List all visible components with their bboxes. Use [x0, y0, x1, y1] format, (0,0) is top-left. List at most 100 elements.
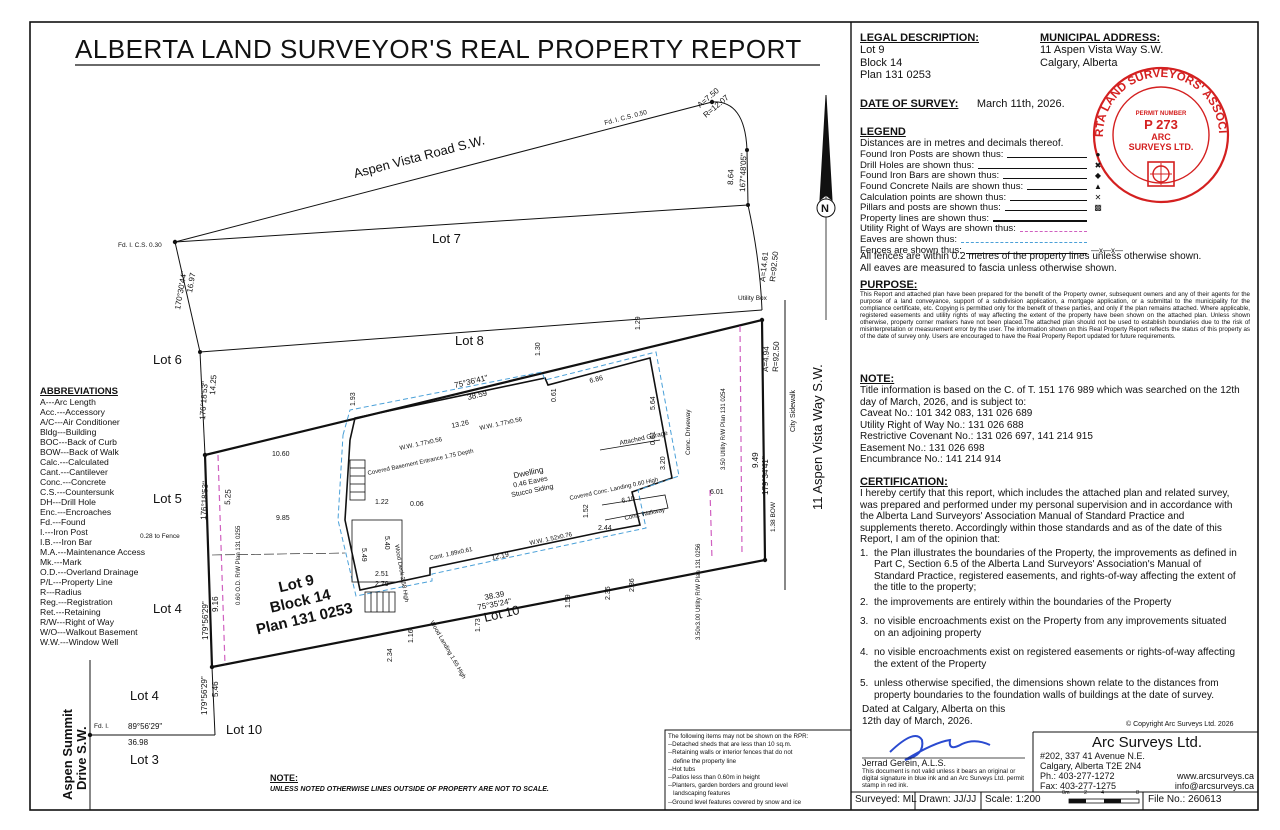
note-item: Caveat No.: 101 342 083, 131 026 689: [860, 408, 1033, 419]
lot6-bearing: 176°18'53": [198, 381, 210, 420]
d-061: 0.61: [650, 431, 657, 445]
arc-r1-r: R=92.50: [768, 250, 780, 282]
municipal-line: Calgary, Alberta: [1040, 56, 1118, 69]
legend-symbol-icon: ●: [1095, 150, 1101, 160]
lot7-label: Lot 7: [432, 231, 461, 246]
abbreviation-item: M.A.---Maintenance Access: [40, 547, 146, 557]
plan-note-heading: NOTE:: [270, 773, 298, 783]
legend-leader-line: [961, 236, 1087, 244]
driveway-label: Conc. Driveway: [685, 409, 692, 455]
abbreviation-item: BOW---Back of Walk: [40, 447, 119, 457]
abbreviation-item: I.---Iron Post: [40, 527, 88, 537]
d-549: 5.49: [360, 548, 367, 562]
legend-symbol-icon: ✕: [1094, 192, 1102, 202]
lot4-length: 5.46: [211, 681, 220, 697]
od-rw-label: 0.60 O.D. R/W Plan 131 0255: [236, 525, 242, 605]
d-1219: 12.19: [491, 551, 510, 562]
legend-item: Drill Holes are shown thus:✖: [860, 160, 1105, 171]
rpr-box-line: The following items may not be shown on …: [668, 733, 809, 740]
legend-item-label: Utility Right of Ways are shown thus:: [860, 223, 1016, 235]
lot8-label: Lot 8: [455, 333, 484, 348]
fence-note: 0.28 to Fence: [140, 533, 180, 540]
company-address1: #202, 337 41 Avenue N.E.: [1040, 751, 1145, 761]
certification-intro: I hereby certify that this report, which…: [860, 488, 1233, 545]
legend-item: Found Iron Bars are shown thus:◆: [860, 170, 1105, 181]
abbreviation-item: Reg.---Registration: [40, 597, 113, 607]
certification-heading: CERTIFICATION:: [860, 476, 948, 488]
abbreviation-item: W.W.---Window Well: [40, 637, 119, 647]
d-1060: 10.60: [272, 451, 290, 458]
d-985: 9.85: [276, 515, 290, 522]
legend-leader-line: [1027, 183, 1087, 191]
road-top-label: Aspen Vista Road S.W.: [352, 132, 486, 181]
d-061b: 0.61: [551, 388, 558, 402]
d-159: 1.59: [565, 594, 572, 608]
legend-item-label: Eaves are shown thus:: [860, 234, 958, 246]
d-610: 6.10: [621, 495, 636, 505]
plan-note-text: UNLESS NOTED OTHERWISE LINES OUTSIDE OF …: [270, 786, 549, 793]
legend-item-label: Calculation points are shown thus:: [860, 191, 1007, 203]
legend-heading: LEGEND: [860, 126, 906, 138]
legal-line: Lot 9: [860, 44, 885, 56]
certification-item-text: unless otherwise specified, the dimensio…: [874, 678, 1219, 701]
legend-item-label: Property lines are shown thus:: [860, 212, 990, 224]
survey-markers: [87, 99, 768, 738]
bottom-length: 38.39: [484, 589, 506, 602]
left-length-top: 5.25: [223, 489, 233, 506]
file-cell: File No.: 260613: [1148, 794, 1222, 805]
scale-bar: [1068, 798, 1140, 804]
d-130: 1.30: [535, 342, 542, 356]
abbreviation-item: Mk.---Mark: [40, 557, 82, 567]
d-122: 1.22: [375, 499, 389, 506]
legend-item: Eaves are shown thus:: [860, 234, 1105, 245]
scale-mark: 4: [1101, 790, 1105, 796]
abbreviation-item: R---Radius: [40, 587, 82, 597]
signature-mark: [889, 735, 991, 761]
rpr-box-line: --Retaining walls or interior fences tha…: [668, 749, 793, 757]
road-right-label: 11 Aspen Vista Way S.W.: [810, 364, 825, 510]
scale-mark: 0m: [1062, 790, 1070, 796]
stamp-permit-label: PERMIT NUMBER: [1135, 111, 1187, 117]
rpr-box-line: --Planters, garden borders and ground le…: [668, 782, 788, 790]
d-129: 1.29: [635, 316, 642, 330]
legend-item: Pillars and posts are shown thus:▩: [860, 202, 1105, 213]
lot4-bearing: 179°56'29": [200, 676, 209, 715]
abbreviation-item: Bldg---Building: [40, 427, 97, 437]
legend-leader-line: [1004, 204, 1087, 212]
rpr-box-line: define the property line: [668, 757, 737, 765]
certification-item-number: 1.: [860, 547, 869, 559]
report-title: ALBERTA LAND SURVEYOR'S REAL PROPERTY RE…: [75, 34, 802, 64]
rpr-box-line: landscaping features: [668, 790, 731, 798]
urw-1-label: 3.50 Utility R/W Plan 131 0254: [721, 388, 727, 470]
certification-item: 4.no visible encroachments exist on regi…: [860, 647, 1240, 670]
lot7-length: 16.97: [185, 272, 197, 294]
stamp-line1: ARC: [1151, 132, 1171, 142]
legend-leader-line: [1019, 225, 1087, 233]
surveyed-cell: Surveyed: ML: [855, 794, 917, 805]
left-bearing-top: 176°18'53": [199, 481, 210, 520]
drawn-cell: Drawn: JJ/JJ: [919, 794, 977, 805]
abbreviation-item: O.D.---Overland Drainage: [40, 567, 139, 577]
note-item: Restrictive Covenant No.: 131 026 697, 1…: [860, 431, 1093, 442]
legend-item: Found Concrete Nails are shown thus:▲: [860, 181, 1105, 192]
bottom-road-bearing: 89°56'29": [128, 722, 162, 731]
certification-item: 5. unless otherwise specified, the dimens…: [860, 678, 1240, 701]
legend-leader-line: [965, 247, 1087, 254]
d-006: 0.06: [410, 501, 424, 508]
purpose-heading: PURPOSE:: [860, 279, 918, 291]
dated-line: 12th day of March, 2026.: [862, 715, 973, 727]
urw-2-label: 3.50x3.00 Utility R/W Plan 131 0256: [696, 543, 702, 640]
road-left-label-1: Aspen Summit: [60, 708, 75, 800]
legal-line: Plan 131 0253: [860, 69, 931, 81]
lot4-label: Lot 4: [153, 601, 182, 616]
legend-symbol-icon: ◆: [1094, 171, 1102, 181]
municipal-heading: MUNICIPAL ADDRESS:: [1040, 32, 1161, 44]
scale-mark: 8: [1136, 790, 1140, 796]
legend-item: Found Iron Posts are shown thus:●: [860, 149, 1105, 160]
abbreviation-item: P/L---Property Line: [40, 577, 113, 587]
company-web: www.arcsurveys.ca: [1176, 771, 1254, 781]
certification-item-number: 5.: [860, 678, 869, 689]
rpr-box-line: --Patios less than 0.60m in height: [668, 774, 760, 782]
